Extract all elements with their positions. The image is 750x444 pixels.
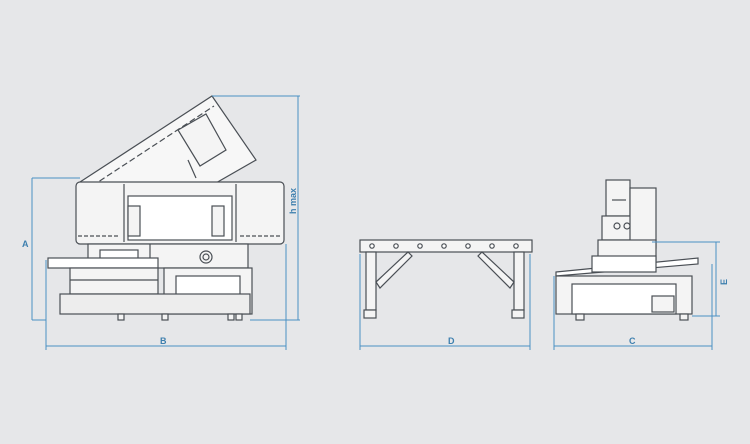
table-rollers bbox=[369, 243, 519, 249]
saw-side-view bbox=[47, 95, 285, 321]
dimension-C bbox=[553, 264, 713, 350]
roller-table-view bbox=[359, 239, 533, 319]
dimension-label-D: D bbox=[448, 336, 455, 346]
dimension-label-A: A bbox=[22, 239, 29, 249]
dimension-D bbox=[359, 254, 531, 350]
dimension-h-max bbox=[212, 95, 300, 321]
dimension-B bbox=[45, 244, 287, 350]
dimension-A bbox=[31, 177, 80, 321]
dimension-label-C: C bbox=[629, 336, 636, 346]
dimension-label-E: E bbox=[719, 279, 729, 285]
saw-front-view bbox=[555, 179, 699, 321]
dimension-label-h-max: h max bbox=[288, 188, 298, 214]
dimension-label-B: B bbox=[160, 336, 167, 346]
dimension-E bbox=[652, 241, 720, 317]
